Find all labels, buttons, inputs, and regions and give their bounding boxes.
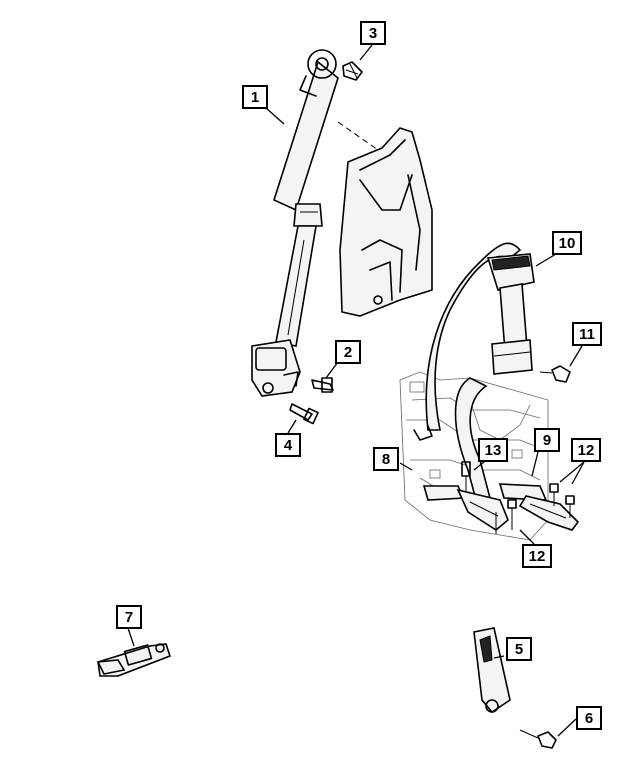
callout-3-label: 3 — [368, 24, 378, 42]
bolt-2 — [311, 377, 334, 393]
callout-11: 11 — [572, 322, 602, 346]
callout-12-lower-label: 12 — [528, 547, 546, 565]
callout-12-upper-label: 12 — [577, 441, 595, 459]
callout-5-label: 5 — [514, 640, 524, 658]
callout-8-label: 8 — [381, 450, 391, 468]
callout-2-label: 2 — [343, 343, 353, 361]
leader-lines — [127, 44, 585, 737]
bolt-6 — [519, 729, 557, 749]
callout-4-label: 4 — [283, 436, 293, 454]
callout-8: 8 — [373, 447, 399, 471]
callout-10: 10 — [552, 231, 582, 255]
callout-9-label: 9 — [542, 431, 552, 449]
bolt-11 — [539, 365, 571, 383]
callout-5: 5 — [506, 637, 532, 661]
callout-10-label: 10 — [558, 234, 576, 252]
rear-buckle-9 — [498, 483, 580, 531]
callout-4: 4 — [275, 433, 301, 457]
callout-1-label: 1 — [250, 88, 260, 106]
pillar-trim-panel — [339, 127, 433, 317]
bolt-4 — [289, 403, 319, 425]
front-seat-belt-assembly — [251, 49, 339, 397]
bolt-13 — [461, 461, 471, 492]
buckle-strap-5 — [473, 627, 511, 714]
callout-9: 9 — [534, 428, 560, 452]
callout-13-label: 13 — [484, 441, 502, 459]
callout-1: 1 — [242, 85, 268, 109]
callout-11-label: 11 — [579, 325, 595, 343]
callout-7-label: 7 — [124, 608, 134, 626]
rear-center-belt-assembly — [413, 242, 535, 501]
bolt-alignment-line — [337, 121, 379, 151]
callout-6-label: 6 — [584, 709, 594, 727]
bolts-12-upper — [549, 483, 575, 518]
buckle-strap-7 — [96, 643, 172, 677]
callout-13: 13 — [478, 438, 508, 462]
callout-3: 3 — [360, 21, 386, 45]
callout-7: 7 — [116, 605, 142, 629]
callout-12-lower: 12 — [522, 544, 552, 568]
bolt-3 — [342, 61, 363, 81]
callout-12-upper: 12 — [571, 438, 601, 462]
rear-buckle-8 — [422, 485, 509, 531]
callout-2: 2 — [335, 340, 361, 364]
bolts-12-lower — [495, 499, 517, 534]
callout-6: 6 — [576, 706, 602, 730]
